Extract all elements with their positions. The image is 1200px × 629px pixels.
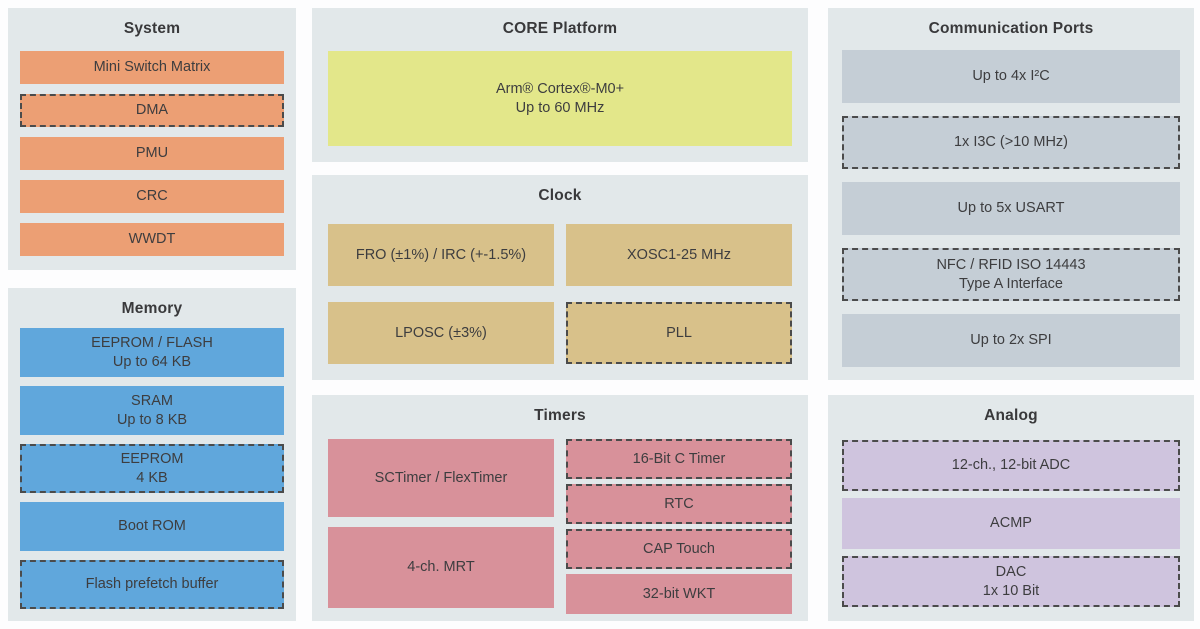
block-cap-touch: CAP Touch [566, 529, 792, 569]
panel-communication-ports-title: Communication Ports [928, 20, 1094, 37]
block-usart: Up to 5x USART [842, 182, 1180, 235]
panel-memory: Memory EEPROM / FLASH Up to 64 KB SRAM U… [8, 288, 296, 621]
block-boot-rom: Boot ROM [20, 502, 284, 551]
block-i3c: 1x I3C (>10 MHz) [842, 116, 1180, 169]
timers-right-column: 16-Bit C Timer RTC CAP Touch 32-bit WKT [566, 439, 792, 614]
block-i2c: Up to 4x I²C [842, 50, 1180, 103]
block-eeprom-4kb: EEPROM 4 KB [20, 444, 284, 493]
block-mrt: 4-ch. MRT [328, 527, 554, 608]
block-sram: SRAM Up to 8 KB [20, 386, 284, 435]
panel-communication-ports-blocks: Up to 4x I²C 1x I3C (>10 MHz) Up to 5x U… [842, 50, 1180, 367]
panel-timers-title: Timers [534, 407, 586, 424]
block-wwdt: WWDT [20, 223, 284, 256]
panel-timers: Timers SCTimer / FlexTimer 4-ch. MRT 16-… [312, 395, 808, 621]
panel-memory-blocks: EEPROM / FLASH Up to 64 KB SRAM Up to 8 … [20, 328, 284, 609]
block-dac: DAC 1x 10 Bit [842, 556, 1180, 607]
block-ctimer-16bit: 16-Bit C Timer [566, 439, 792, 479]
block-rtc: RTC [566, 484, 792, 524]
block-adc: 12-ch., 12-bit ADC [842, 440, 1180, 491]
block-spi: Up to 2x SPI [842, 314, 1180, 367]
timers-left-column: SCTimer / FlexTimer 4-ch. MRT [328, 439, 554, 614]
block-flash-prefetch-buffer: Flash prefetch buffer [20, 560, 284, 609]
panel-core-platform-title: CORE Platform [502, 20, 618, 37]
block-pmu: PMU [20, 137, 284, 170]
block-lposc: LPOSC (±3%) [328, 302, 554, 364]
block-xosc: XOSC1-25 MHz [566, 224, 792, 286]
block-sctimer-flextimer: SCTimer / FlexTimer [328, 439, 554, 517]
panel-core-platform: CORE Platform Arm® Cortex®-M0+ Up to 60 … [312, 8, 808, 162]
panel-analog: Analog 12-ch., 12-bit ADC ACMP DAC 1x 10… [828, 395, 1194, 621]
block-arm-cortex-m0plus: Arm® Cortex®-M0+ Up to 60 MHz [328, 51, 792, 146]
block-mini-switch-matrix: Mini Switch Matrix [20, 51, 284, 84]
panel-communication-ports: Communication Ports Up to 4x I²C 1x I3C … [828, 8, 1194, 380]
block-nfc-rfid: NFC / RFID ISO 14443 Type A Interface [842, 248, 1180, 301]
panel-clock-title: Clock [538, 187, 582, 204]
panel-analog-blocks: 12-ch., 12-bit ADC ACMP DAC 1x 10 Bit [842, 440, 1180, 607]
block-eeprom-flash: EEPROM / FLASH Up to 64 KB [20, 328, 284, 377]
panel-core-platform-blocks: Arm® Cortex®-M0+ Up to 60 MHz [328, 51, 792, 146]
panel-analog-title: Analog [984, 407, 1038, 424]
block-wkt-32bit: 32-bit WKT [566, 574, 792, 614]
panel-system-title: System [123, 20, 181, 37]
panel-system: System Mini Switch Matrix DMA PMU CRC WW… [8, 8, 296, 270]
block-dma: DMA [20, 94, 284, 127]
block-fro-irc: FRO (±1%) / IRC (+-1.5%) [328, 224, 554, 286]
panel-timers-blocks: SCTimer / FlexTimer 4-ch. MRT 16-Bit C T… [328, 439, 792, 614]
panel-clock-blocks: FRO (±1%) / IRC (+-1.5%) XOSC1-25 MHz LP… [328, 224, 792, 364]
block-pll: PLL [566, 302, 792, 364]
panel-system-blocks: Mini Switch Matrix DMA PMU CRC WWDT [20, 51, 284, 256]
panel-clock: Clock FRO (±1%) / IRC (+-1.5%) XOSC1-25 … [312, 175, 808, 380]
block-crc: CRC [20, 180, 284, 213]
panel-memory-title: Memory [121, 300, 183, 317]
block-acmp: ACMP [842, 498, 1180, 549]
